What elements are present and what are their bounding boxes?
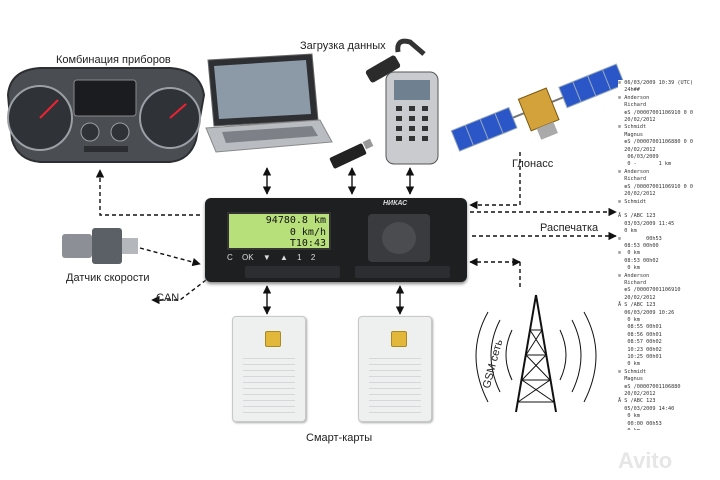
button-c[interactable]: C bbox=[227, 253, 233, 262]
download-key-icon bbox=[365, 38, 439, 165]
label-speed-sensor: Датчик скорости bbox=[66, 272, 150, 284]
avito-watermark: Avito bbox=[618, 448, 673, 473]
gsm-tower-icon bbox=[475, 294, 597, 413]
receipt-line: 0 - 1 km bbox=[618, 161, 672, 168]
receipt-line: 08:56 00h01 bbox=[618, 331, 662, 338]
laptop-icon bbox=[205, 53, 333, 153]
card-chip-icon bbox=[391, 331, 407, 347]
label-data-download: Загрузка данных bbox=[300, 40, 386, 52]
smart-card-1 bbox=[232, 316, 306, 422]
receipt-line: ⊙ Anderson bbox=[618, 94, 650, 101]
usb-stick-icon bbox=[329, 138, 374, 169]
receipt-line: 0 km bbox=[618, 265, 640, 272]
receipt-line: 0 km bbox=[618, 228, 637, 235]
card-slot-1[interactable] bbox=[245, 266, 340, 278]
button-ok[interactable]: OK bbox=[242, 253, 254, 262]
instrument-cluster-icon bbox=[6, 67, 206, 163]
tachograph-display: 94780.8 km 0 km/h T10:43 bbox=[227, 212, 331, 250]
receipt-line: ⊕S /00007001106910 0 0 bbox=[618, 109, 693, 116]
speed-sensor-icon bbox=[62, 228, 138, 264]
receipt-line: Richard bbox=[618, 176, 647, 183]
receipt-line: 0 km bbox=[618, 317, 640, 323]
receipt-line: Ā S /ABC 123 bbox=[618, 398, 656, 405]
receipt-line: 08:55 00h01 bbox=[618, 324, 662, 331]
receipt-line: 0 km bbox=[618, 428, 712, 430]
label-glonass: Глонасс bbox=[512, 158, 554, 170]
receipt-line: 20/02/2012 bbox=[618, 191, 656, 198]
card-slot-2[interactable] bbox=[355, 266, 450, 278]
printout-receipt: ⊙ 06/03/2009 10:39 (UTC) 24h##⊙ Anderson… bbox=[618, 80, 712, 430]
receipt-line: Ā S /ABC 123 bbox=[618, 302, 656, 309]
button-down[interactable]: ▼ bbox=[262, 253, 271, 262]
receipt-line: ⊙ Schmidt bbox=[618, 198, 647, 205]
receipt-line: 20/02/2012 bbox=[618, 117, 656, 124]
receipt-line: 20/02/2012 bbox=[618, 294, 656, 301]
receipt-line: 06/03/2009 bbox=[618, 154, 659, 161]
printer-module bbox=[368, 214, 430, 262]
receipt-line: ⊕S /00007001106880 0 0 bbox=[618, 139, 693, 146]
receipt-line: 08:53 00h00 bbox=[618, 242, 659, 249]
receipt-line: Richard bbox=[618, 102, 647, 109]
tachograph-device: НИКАС 94780.8 km 0 km/h T10:43 C OK ▼ ▲ … bbox=[205, 198, 467, 282]
label-instrument-cluster: Комбинация приборов bbox=[56, 54, 171, 66]
receipt-line: 20/02/2012 bbox=[618, 146, 656, 153]
receipt-line: ⊕S /00007001106910 bbox=[618, 287, 681, 294]
receipt-line: 08:57 00h02 bbox=[618, 339, 662, 346]
receipt-line: ⊙ Schmidt bbox=[618, 368, 647, 375]
receipt-line: ⊙ Anderson bbox=[618, 168, 650, 175]
receipt-line: 24h## bbox=[618, 87, 640, 94]
receipt-line: 20/02/2012 bbox=[618, 391, 656, 398]
display-speed: 0 km/h bbox=[289, 226, 326, 238]
receipt-line: ⊙ 00h53 bbox=[618, 235, 662, 242]
button-up[interactable]: ▲ bbox=[279, 253, 288, 262]
receipt-line: ⊕S /00007001106880 bbox=[618, 383, 681, 390]
receipt-line: 05/03/2009 14:40 bbox=[618, 405, 675, 412]
label-printout: Распечатка bbox=[540, 222, 599, 234]
receipt-line: ⊙ 0 km bbox=[618, 250, 640, 257]
receipt-line: 0 km bbox=[618, 361, 640, 368]
label-can: CAN bbox=[156, 292, 180, 304]
satellite-icon bbox=[450, 63, 626, 152]
display-time: T10:43 bbox=[289, 238, 326, 249]
receipt-line: 0 km bbox=[618, 413, 640, 420]
button-2[interactable]: 2 bbox=[310, 253, 316, 262]
receipt-line: 10:23 00h02 bbox=[618, 346, 662, 353]
tachograph-brand: НИКАС bbox=[383, 200, 408, 207]
receipt-line: 06/03/2009 10:26 bbox=[618, 309, 675, 316]
display-odometer: 94780.8 km bbox=[265, 215, 326, 226]
receipt-line: ⊙ 06/03/2009 10:39 (UTC) bbox=[618, 80, 693, 86]
receipt-line: Magnus bbox=[618, 131, 643, 138]
button-1[interactable]: 1 bbox=[297, 253, 302, 262]
receipt-line: ⊕S /00007001106910 0 0 bbox=[618, 183, 693, 190]
receipt-line: 03/03/2009 11:45 bbox=[618, 220, 675, 227]
connector-arrows bbox=[95, 152, 617, 315]
card-chip-icon bbox=[265, 331, 281, 347]
label-smart-cards: Смарт-карты bbox=[306, 432, 373, 444]
receipt-line: Richard bbox=[618, 279, 647, 286]
receipt-line: Ā S /ABC 123 bbox=[618, 213, 656, 220]
receipt-line: ⊙ Anderson bbox=[618, 272, 650, 279]
tachograph-buttons: C OK ▼ ▲ 1 2 bbox=[227, 253, 322, 262]
receipt-line: ⊙ Schmidt bbox=[618, 124, 647, 131]
smart-card-2 bbox=[358, 316, 432, 422]
receipt-line: Magnus bbox=[618, 376, 643, 383]
receipt-line: 08:53 00h02 bbox=[618, 257, 659, 264]
receipt-line: 00:00 00h53 bbox=[618, 420, 662, 427]
receipt-line: 10:25 00h01 bbox=[618, 354, 662, 361]
